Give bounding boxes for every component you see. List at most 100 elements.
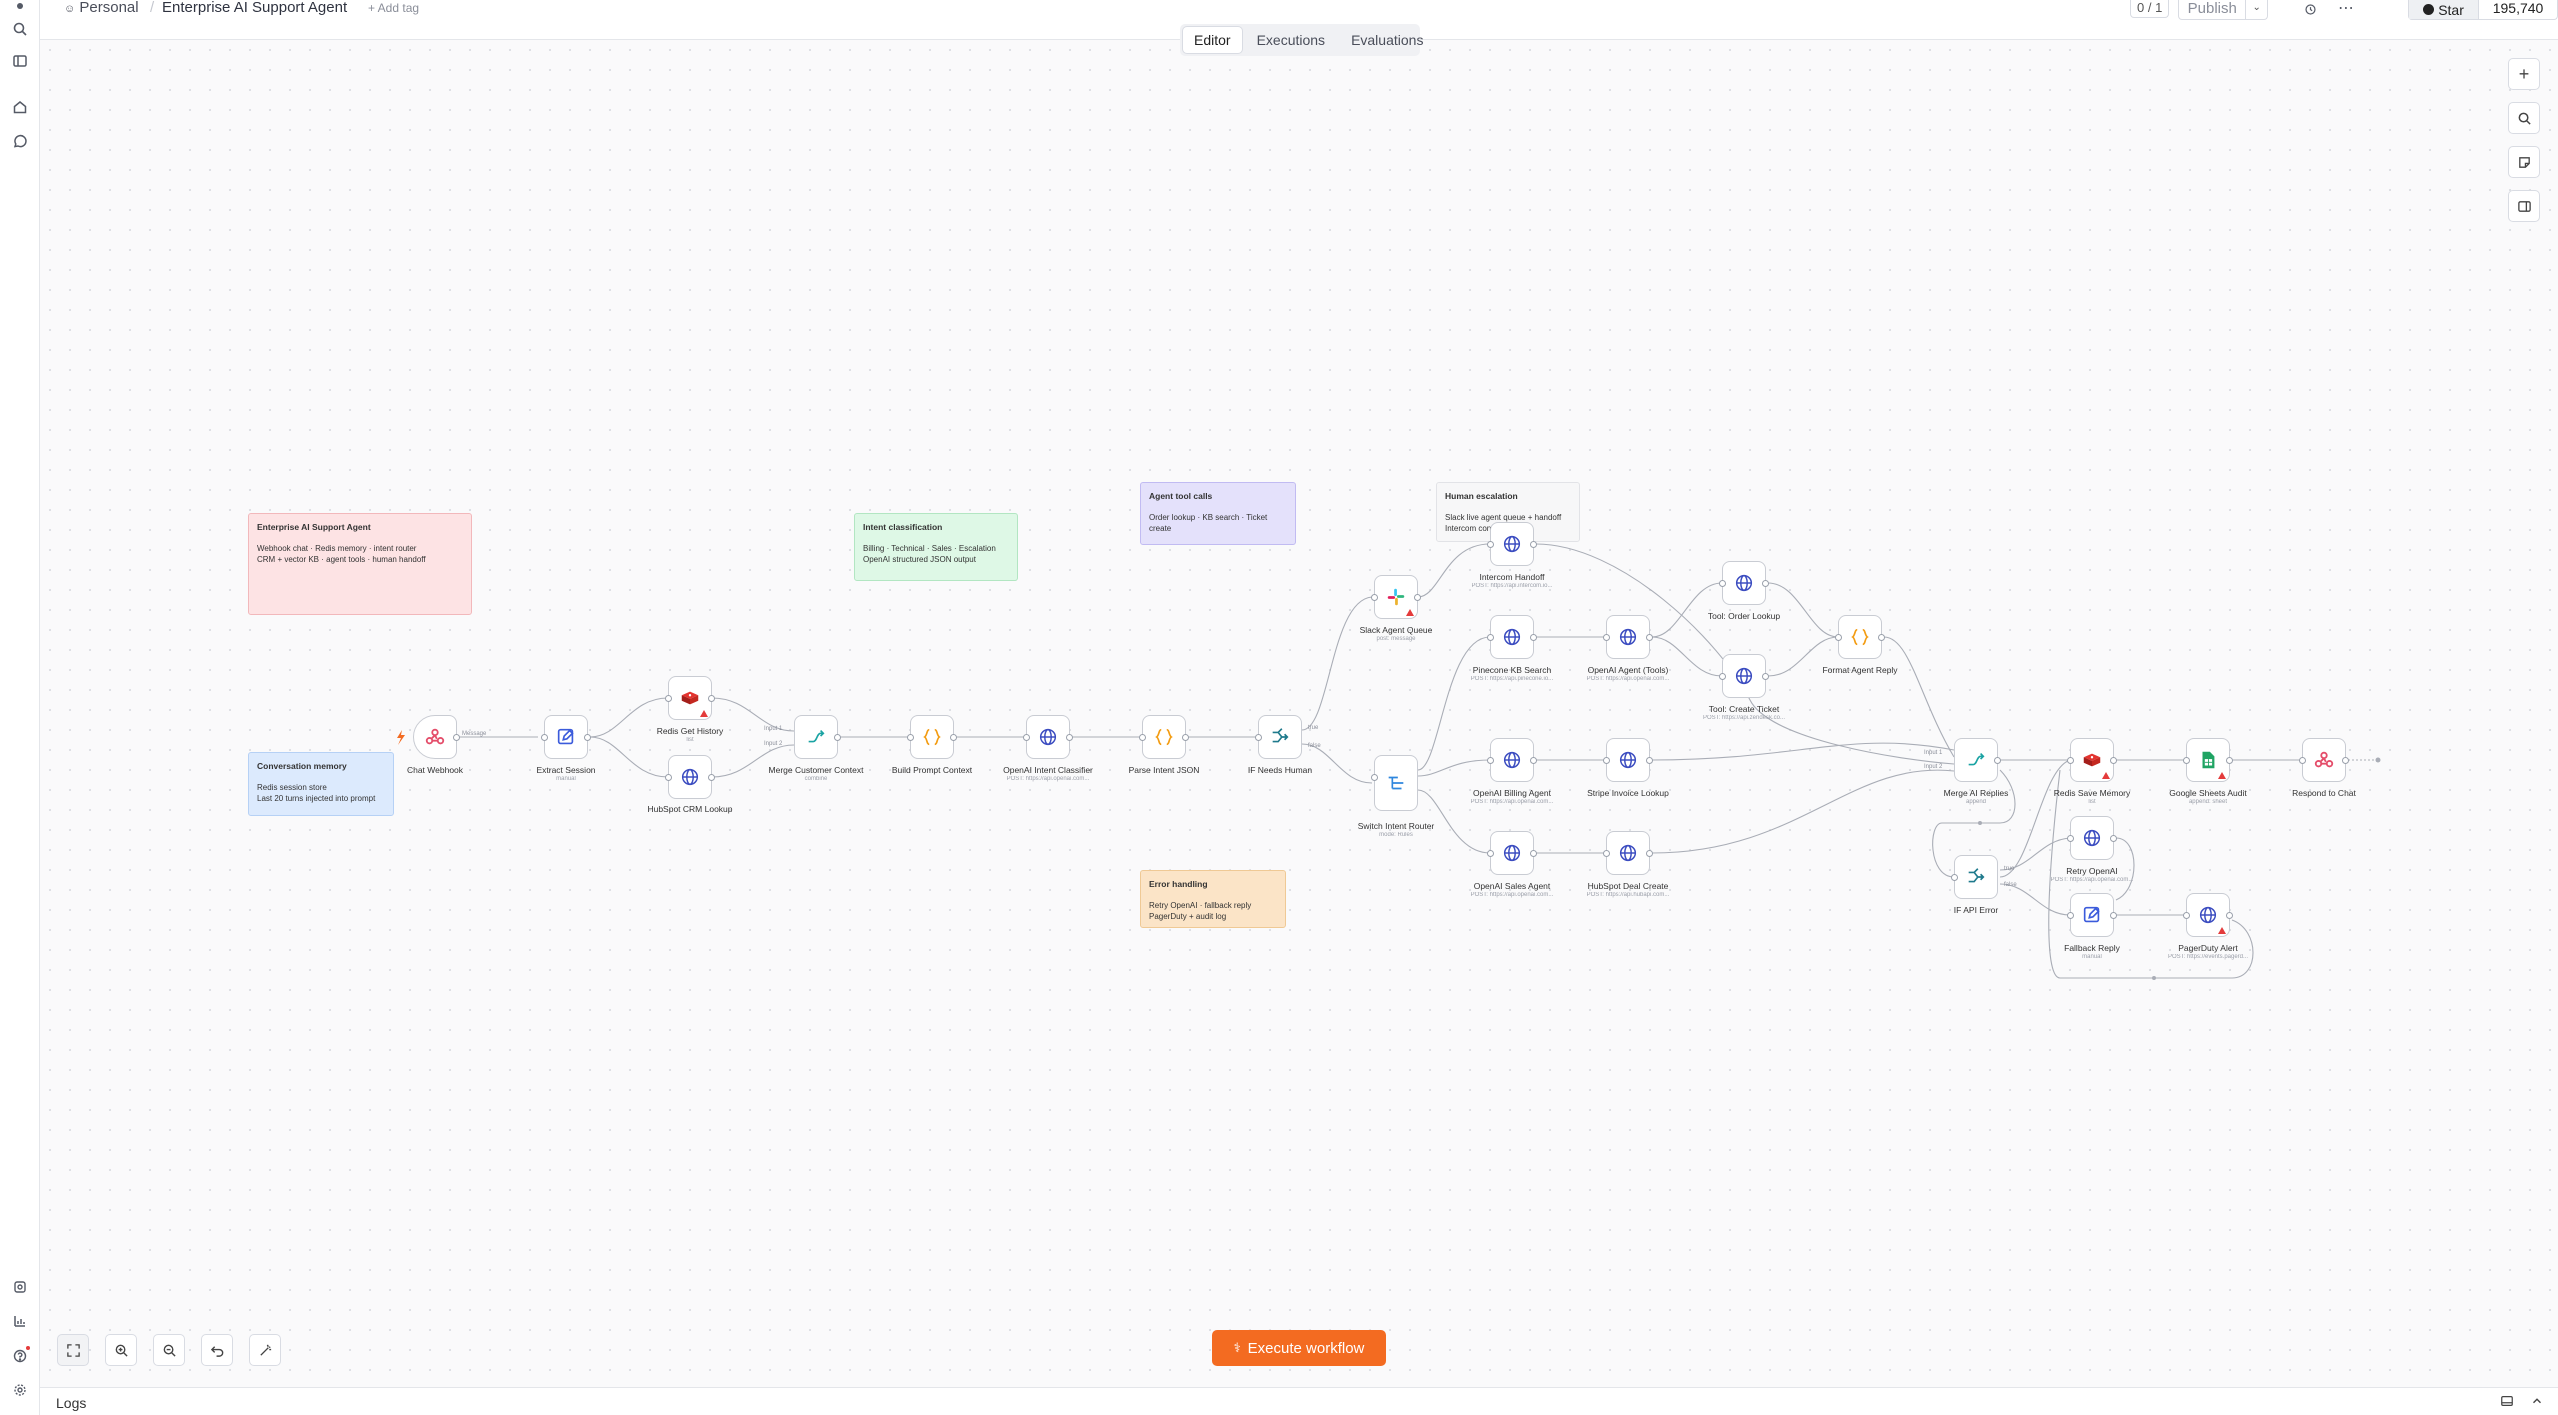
- output-port[interactable]: [2110, 835, 2117, 842]
- warning-icon[interactable]: [2218, 927, 2226, 934]
- execute-workflow-button[interactable]: ⚕ Execute workflow: [1212, 1330, 1386, 1366]
- output-port[interactable]: [1646, 634, 1653, 641]
- publish-button[interactable]: Publish ⌄: [2178, 0, 2268, 20]
- input-port[interactable]: [1139, 734, 1146, 741]
- input-port[interactable]: [1603, 850, 1610, 857]
- chat-icon[interactable]: [8, 130, 32, 154]
- tidy-up-button[interactable]: [249, 1334, 281, 1366]
- output-port[interactable]: [2342, 757, 2349, 764]
- node-intercom-handoff[interactable]: [1487, 522, 1537, 566]
- input-port[interactable]: [1719, 673, 1726, 680]
- node-stripe-invoice-lookup[interactable]: [1603, 738, 1653, 782]
- tab-evaluations[interactable]: Evaluations: [1351, 32, 1424, 48]
- add-node-button[interactable]: +: [2508, 58, 2540, 90]
- tab-executions[interactable]: Executions: [1256, 32, 1326, 48]
- insights-icon[interactable]: [8, 1309, 32, 1333]
- fit-view-button[interactable]: [57, 1334, 89, 1366]
- output-port[interactable]: [1530, 850, 1537, 857]
- node-format-agent-reply[interactable]: [1835, 615, 1885, 659]
- node-respond-to-chat[interactable]: [2299, 738, 2349, 782]
- zoom-out-button[interactable]: [153, 1334, 185, 1366]
- node-hubspot-crm-lookup[interactable]: [665, 755, 715, 799]
- node-slack-agent-queue[interactable]: [1371, 575, 1421, 619]
- input-port[interactable]: [2067, 912, 2074, 919]
- node-if-needs-human[interactable]: [1255, 715, 1302, 759]
- input-port[interactable]: [1487, 634, 1494, 641]
- node-pagerduty-alert[interactable]: [2183, 893, 2233, 937]
- node-redis-save-memory[interactable]: [2067, 738, 2117, 782]
- output-port[interactable]: [2226, 757, 2233, 764]
- undo-button[interactable]: [201, 1334, 233, 1366]
- output-port[interactable]: [1530, 634, 1537, 641]
- input-port[interactable]: [541, 734, 548, 741]
- input-port[interactable]: [1487, 541, 1494, 548]
- tab-editor[interactable]: Editor: [1183, 27, 1242, 53]
- input-port[interactable]: [1023, 734, 1030, 741]
- help-icon[interactable]: [8, 1344, 32, 1368]
- node-pinecone-kb-search[interactable]: [1487, 615, 1537, 659]
- breadcrumb-project[interactable]: ☺ Personal: [64, 0, 139, 18]
- input-port[interactable]: [1371, 774, 1378, 781]
- output-port[interactable]: [2226, 912, 2233, 919]
- zoom-in-button[interactable]: [105, 1334, 137, 1366]
- node-build-prompt-context[interactable]: [907, 715, 957, 759]
- workflow-name[interactable]: Enterprise AI Support Agent: [162, 0, 348, 16]
- node-extract-session[interactable]: [541, 715, 591, 759]
- input-port[interactable]: [2067, 757, 2074, 764]
- input-port[interactable]: [1255, 734, 1262, 741]
- settings-icon[interactable]: [8, 1378, 32, 1402]
- add-sticky-button[interactable]: [2508, 146, 2540, 178]
- output-port[interactable]: [453, 734, 460, 741]
- output-port[interactable]: [1646, 757, 1653, 764]
- input-port[interactable]: [1603, 634, 1610, 641]
- output-port[interactable]: [834, 734, 841, 741]
- history-icon[interactable]: [2300, 0, 2320, 18]
- warning-icon[interactable]: [2102, 772, 2110, 779]
- input-port[interactable]: [2183, 912, 2190, 919]
- sticky-note-main[interactable]: Enterprise AI Support Agent Webhook chat…: [248, 513, 472, 615]
- add-tag-button[interactable]: + Add tag: [368, 1, 420, 15]
- logo-icon[interactable]: [8, 0, 32, 18]
- input-port[interactable]: [2299, 757, 2306, 764]
- sticky-note-intent[interactable]: Intent classification Billing · Technica…: [854, 513, 1018, 581]
- toggle-panel-button[interactable]: [2508, 190, 2540, 222]
- templates-icon[interactable]: [8, 1275, 32, 1299]
- output-port[interactable]: [584, 734, 591, 741]
- node-openai-sales-agent[interactable]: [1487, 831, 1537, 875]
- node-openai-billing-agent[interactable]: [1487, 738, 1537, 782]
- warning-icon[interactable]: [1406, 609, 1414, 616]
- logs-bar[interactable]: Logs: [40, 1387, 2558, 1415]
- output-port[interactable]: [1994, 757, 2001, 764]
- input-port[interactable]: [1487, 850, 1494, 857]
- output-port[interactable]: [1530, 757, 1537, 764]
- input-port[interactable]: [1835, 634, 1842, 641]
- chevron-up-icon[interactable]: [2530, 1394, 2544, 1408]
- input-port[interactable]: [907, 734, 914, 741]
- sticky-note-memory[interactable]: Conversation memory Redis session store …: [248, 752, 394, 816]
- input-port[interactable]: [665, 695, 672, 702]
- panel-toggle-icon[interactable]: [8, 49, 32, 73]
- output-port[interactable]: [1414, 594, 1421, 601]
- input-port[interactable]: [1951, 874, 1958, 881]
- node-tool-order-lookup[interactable]: [1719, 561, 1769, 605]
- input-port[interactable]: [1371, 594, 1378, 601]
- output-port[interactable]: [708, 774, 715, 781]
- warning-icon[interactable]: [2218, 772, 2226, 779]
- output-port[interactable]: [1878, 634, 1885, 641]
- input-port[interactable]: [1487, 757, 1494, 764]
- workflow-canvas[interactable]: [40, 40, 2558, 1387]
- github-star-button[interactable]: Star 195,740: [2408, 0, 2558, 20]
- sticky-note-error[interactable]: Error handling Retry OpenAI · fallback r…: [1140, 870, 1286, 928]
- node-chat-webhook[interactable]: [413, 715, 460, 759]
- node-redis-get-history[interactable]: [665, 676, 715, 720]
- logs-panel-icon[interactable]: [2500, 1394, 2514, 1408]
- output-port[interactable]: [1530, 541, 1537, 548]
- output-port[interactable]: [2110, 757, 2117, 764]
- output-port[interactable]: [2110, 912, 2117, 919]
- input-port[interactable]: [1719, 580, 1726, 587]
- node-retry-openai[interactable]: [2067, 816, 2117, 860]
- search-nodes-button[interactable]: [2508, 102, 2540, 134]
- output-port[interactable]: [1762, 580, 1769, 587]
- warning-icon[interactable]: [700, 710, 708, 717]
- input-port[interactable]: [2067, 835, 2074, 842]
